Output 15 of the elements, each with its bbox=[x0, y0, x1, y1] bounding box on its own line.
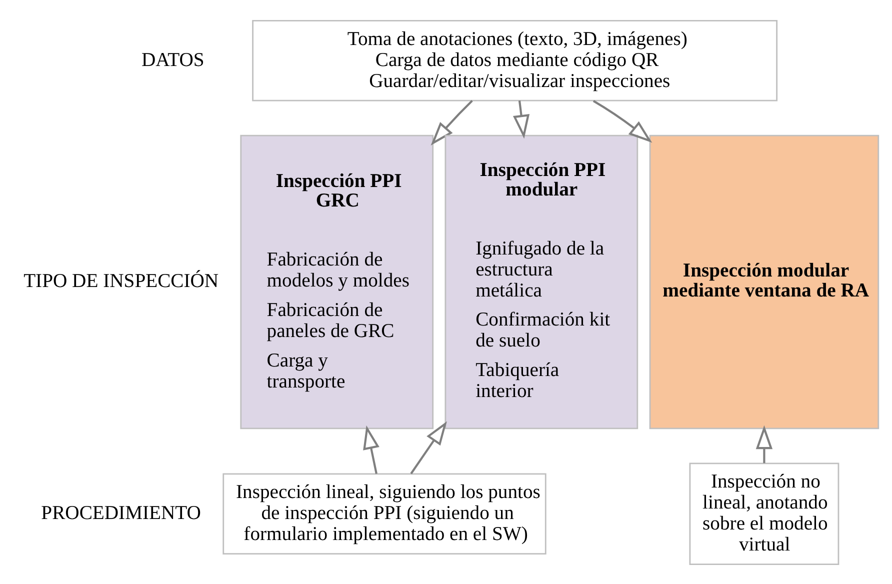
label: TIPO DE INSPECCIÓN bbox=[23, 270, 218, 292]
node-box: Inspección modular mediante ventana de RA bbox=[648, 134, 879, 429]
node-box: Toma de anotaciones (texto, 3D, imágenes) Carga de datos mediante código QR Guardar/editar/visualizar inspecciones bbox=[252, 19, 778, 101]
node-box: Inspección PPI modular Ignifugado de la estructura metálica Confirmación kit de suelo Tabiquería interior bbox=[444, 134, 638, 429]
arrow bbox=[430, 100, 472, 145]
node-box: Inspección PPI GRC Fabricación de modelos y moldes Fabricación de paneles de GRC Carga y transporte bbox=[240, 134, 434, 429]
arrow bbox=[512, 100, 530, 138]
label: DATOS bbox=[141, 49, 204, 70]
arrow bbox=[592, 100, 652, 142]
node-box: Inspección no lineal, anotando sobre el modelo virtual bbox=[688, 462, 839, 565]
arrow bbox=[410, 420, 446, 474]
label: PROCEDIMIENTO bbox=[40, 502, 200, 524]
node-box: Inspección lineal, siguiendo los puntos de inspección PPI (siguiendo un formulario implementado en el SW) bbox=[222, 472, 546, 554]
arrow bbox=[362, 424, 379, 474]
arrow bbox=[755, 424, 772, 463]
